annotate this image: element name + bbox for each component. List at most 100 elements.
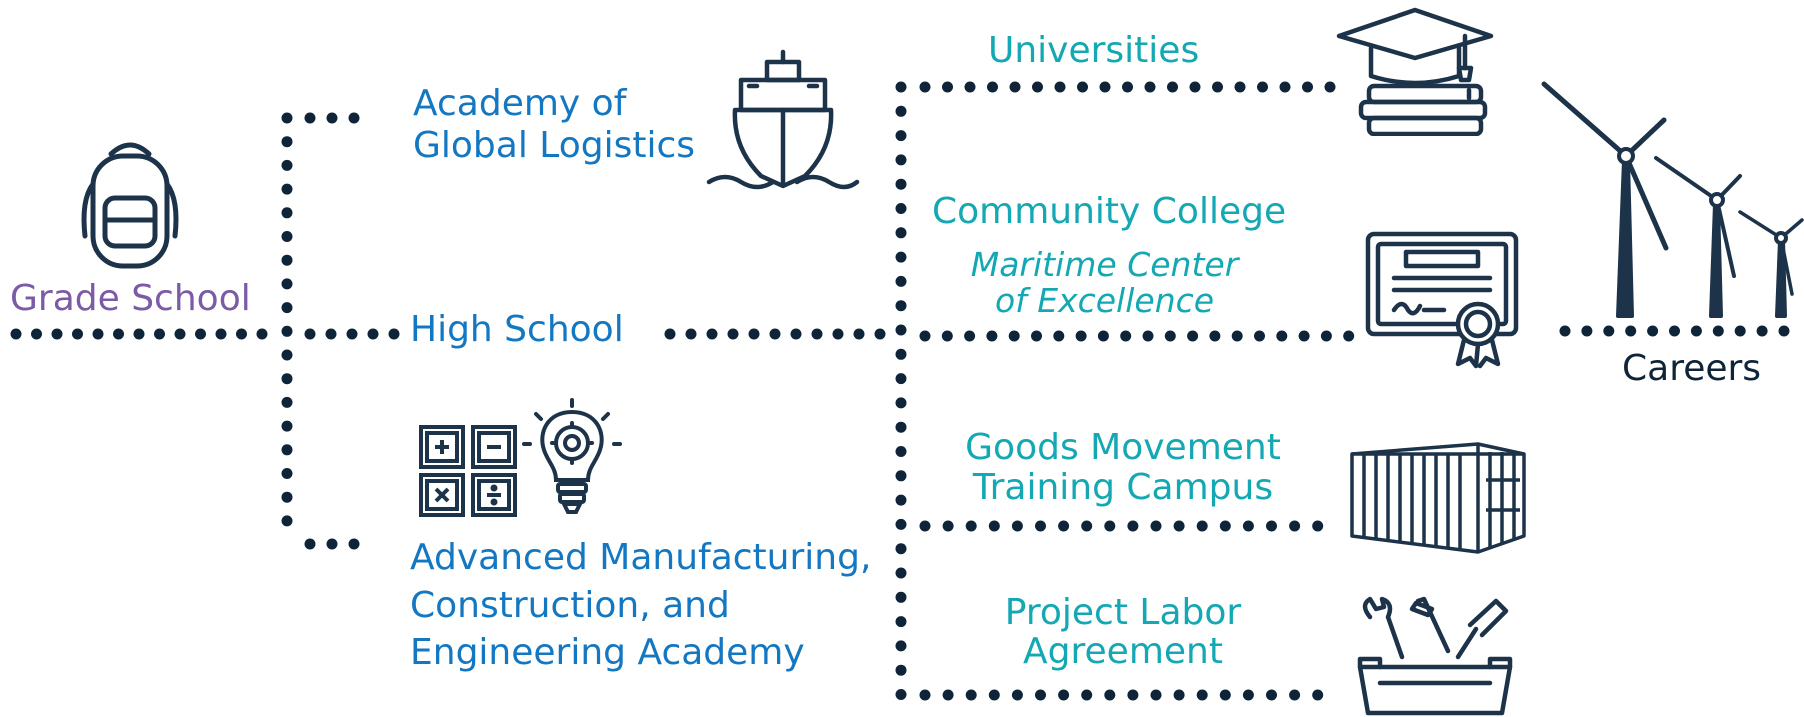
project-labor-row-dot (1219, 689, 1231, 701)
goods-movement-row-dot (942, 520, 954, 532)
universities-label: Universities (988, 30, 1200, 71)
careers-row-dot (1690, 325, 1702, 337)
right-branch-dot (895, 446, 907, 457)
wind-turbines-icon (1540, 80, 1804, 320)
right-branch-dot (895, 227, 907, 239)
universities-row-dot (1302, 81, 1313, 93)
community-college-row-dot (986, 330, 998, 342)
left-branch-dot (281, 207, 293, 219)
careers-row-dot (1581, 325, 1593, 337)
trunk-dot (72, 328, 83, 340)
project-labor-row-dot (1011, 689, 1023, 701)
universities-row-dot (1257, 81, 1268, 93)
careers-row-dot (1778, 325, 1790, 337)
left-branch-dot (281, 231, 293, 242)
backpack-icon (75, 140, 185, 270)
left-branch-dot (281, 444, 293, 456)
project-labor-row-dot (1058, 689, 1070, 701)
goods-movement-row-dot (1219, 520, 1231, 532)
community-college-row-dot (919, 330, 931, 342)
goods-movement-label: Goods Movement Training Campus (958, 427, 1288, 509)
right-branch-dot (895, 640, 907, 652)
high-school-out-dot (853, 328, 865, 340)
universities-row-dot (1144, 81, 1156, 93)
left-bottom-stub-dot (304, 538, 316, 550)
maritime-line-2: of Excellence (994, 281, 1215, 321)
right-branch-dot (895, 348, 907, 360)
community-college-row-dot (1209, 330, 1221, 342)
project-labor-row-dot (988, 689, 1000, 701)
careers-row-dot (1734, 325, 1746, 337)
universities-row-dot (942, 81, 953, 93)
universities-row-dot (1054, 81, 1066, 93)
universities-row-dot (1122, 81, 1133, 93)
trunk-dot (51, 328, 63, 340)
shipping-container-icon (1348, 440, 1530, 555)
goods-movement-row-dot (1150, 520, 1162, 532)
community-college-row-dot (1276, 330, 1288, 342)
high-school-in-dot (367, 328, 379, 340)
goods-movement-line-2: Training Campus (972, 467, 1274, 509)
goods-movement-row-dot (988, 520, 1000, 532)
community-college-row-dot (941, 330, 953, 342)
right-branch-dot (895, 421, 907, 433)
high-school-in-dot (325, 328, 337, 340)
universities-row-dot (1009, 81, 1021, 93)
goods-movement-row-dot (965, 520, 977, 532)
left-top-stub-dot (304, 112, 316, 124)
high-school-label: High School (410, 309, 624, 350)
left-top-stub-dot (326, 112, 338, 124)
advanced-manufacturing-academy-label: Advanced Manufacturing, Construction, an… (410, 534, 871, 677)
careers-row-dot (1712, 325, 1724, 337)
right-branch-dot (895, 494, 907, 506)
ship-icon (705, 48, 860, 193)
community-college-row-dot (1031, 330, 1042, 342)
project-labor-row-dot (942, 689, 954, 701)
community-college-row-dot (1187, 330, 1199, 342)
goods-movement-row-dot (1058, 520, 1070, 532)
right-branch-dot (895, 251, 907, 263)
careers-row-dot (1625, 325, 1637, 337)
careers-row-dot (1647, 325, 1659, 337)
careers-label: Careers (1622, 348, 1762, 389)
left-branch-dot (281, 278, 293, 290)
high-school-out-dot (769, 328, 781, 340)
maritime-center-label: Maritime Center of Excellence (962, 246, 1247, 321)
high-school-out-dot (790, 328, 802, 340)
right-branch-dot (895, 397, 907, 409)
high-school-out-dot (664, 328, 676, 340)
universities-row-dot (964, 81, 976, 93)
right-branch-dot (895, 81, 907, 93)
community-college-row-dot (1164, 330, 1176, 342)
community-college-row-dot (1075, 330, 1087, 342)
community-college-row-dot (1343, 330, 1355, 342)
calculator-icon (418, 424, 520, 518)
careers-row-dot (1669, 325, 1680, 337)
left-branch-dot (281, 112, 293, 124)
left-branch-dot (281, 159, 293, 171)
left-branch-dot (281, 515, 293, 527)
right-branch-dot (895, 324, 907, 336)
project-labor-row-dot (1266, 689, 1277, 701)
high-school-in-dot (346, 328, 358, 340)
trunk-dot (195, 328, 206, 340)
goods-movement-line-1: Goods Movement (965, 427, 1281, 468)
universities-row-dot (1212, 81, 1223, 93)
lightbulb-gear-icon (522, 398, 622, 518)
community-college-row-dot (964, 330, 976, 342)
academy-logistics-line-1: Academy of (413, 83, 627, 124)
universities-row-dot (1324, 81, 1336, 93)
goods-movement-row-dot (1035, 520, 1046, 532)
project-labor-row-dot (1196, 689, 1208, 701)
goods-movement-row-dot (1173, 520, 1185, 532)
academy-logistics-line-2: Global Logistics (413, 125, 696, 167)
graduation-cap-books-icon (1335, 6, 1495, 136)
goods-movement-row-dot (1081, 520, 1093, 532)
left-bottom-stub-dot (348, 538, 360, 550)
community-college-row-dot (1053, 330, 1065, 342)
high-school-in-dot (388, 328, 400, 340)
project-labor-row-dot (1289, 689, 1301, 701)
careers-row-dot (1559, 325, 1571, 337)
universities-row-dot (1032, 81, 1043, 93)
community-college-row-dot (1120, 330, 1132, 342)
